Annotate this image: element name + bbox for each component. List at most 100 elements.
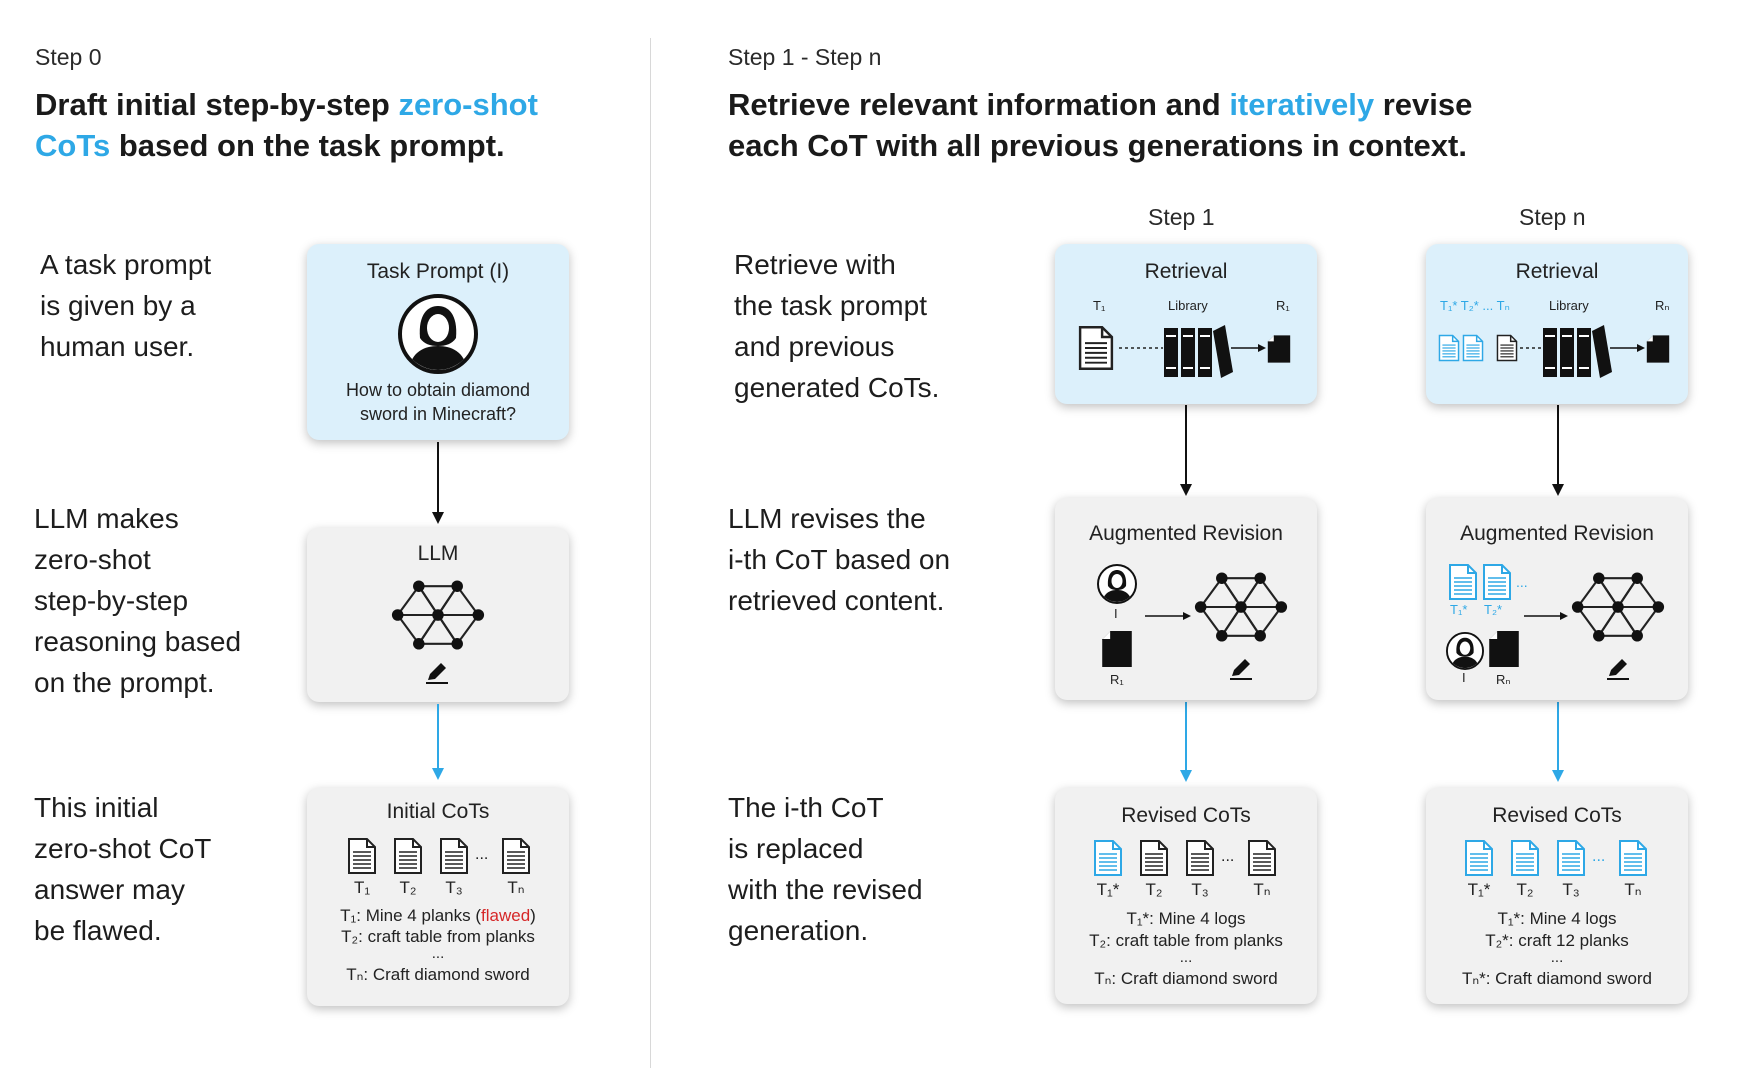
doc-label: T₂ <box>1145 880 1163 899</box>
left-heading: Draft initial step-by-step zero-shot CoT… <box>35 84 655 166</box>
i-label: I <box>1114 606 1118 621</box>
revised-cot-line3: Tₙ: Craft diamond sword <box>1094 969 1278 988</box>
desc-line: be flawed. <box>34 915 162 946</box>
desc-line: LLM revises the <box>728 503 926 534</box>
arrowhead-down-blue <box>1552 770 1564 782</box>
aug-flow <box>1145 612 1191 620</box>
right-heading-text: Retrieve relevant information and <box>728 87 1230 122</box>
desc-line: generated CoTs. <box>734 372 940 403</box>
desc-line: A task prompt <box>40 249 212 280</box>
desc-line: i-th CoT based on <box>728 544 951 575</box>
left-desc-1: A task prompt is given by a human user. <box>40 244 211 367</box>
doc-label: Tₙ <box>507 878 525 897</box>
desc-line: and previous <box>734 331 895 362</box>
neural-network-icon <box>1570 570 1666 644</box>
panel-divider <box>650 38 651 1068</box>
initial-cot-line1: T₁: Mine 4 planks (flawed) <box>307 905 569 926</box>
document-icon-blue <box>1510 840 1540 876</box>
retrieval-title: Retrieval <box>1144 260 1228 283</box>
revised-cot-line2: T₂*: craft 12 planks <box>1485 931 1629 950</box>
library-books-icon <box>1163 322 1233 378</box>
desc-line: This initial <box>34 792 159 823</box>
document-icon-blue <box>1618 840 1648 876</box>
aug-flow <box>1524 612 1568 620</box>
aug-title: Augmented Revision <box>1089 522 1283 545</box>
desc-line: step-by-step <box>34 585 189 616</box>
doc-label: T₃ <box>445 878 463 897</box>
pencil-icon <box>1229 656 1253 680</box>
revised-cot-dots: ... <box>1179 949 1193 966</box>
revised-title: Revised CoTs <box>1121 804 1251 827</box>
arrowhead-down-blue <box>1180 770 1192 782</box>
desc-line: zero-shot <box>34 544 151 575</box>
library-label: Library <box>1168 298 1208 313</box>
flawed-flag: flawed <box>481 906 531 925</box>
document-icon <box>1247 840 1277 876</box>
desc-line: on the prompt. <box>34 667 215 698</box>
retrieval-box-n: Retrieval T₁* T₂* ... Tₙ Library Rₙ <box>1426 244 1688 404</box>
retrieval-box-1: Retrieval T₁ Library R₁ <box>1055 244 1317 404</box>
doc-label: T₂ <box>1516 880 1534 899</box>
col-step-1-label: Step 1 <box>1148 204 1215 230</box>
revised-cot-line1: T₁*: Mine 4 logs <box>1497 909 1617 928</box>
initial-cot-line3: Tₙ: Craft diamond sword <box>346 965 530 984</box>
aug-title: Augmented Revision <box>1460 522 1654 545</box>
document-icon <box>1185 840 1215 876</box>
arrowhead-down <box>1552 484 1564 496</box>
library-label: Library <box>1549 298 1589 313</box>
task-prompt-title: Task Prompt (I) <box>366 260 510 283</box>
desc-line: the task prompt <box>734 290 927 321</box>
left-heading-highlight-2: CoTs <box>35 128 111 163</box>
retrieval-flow <box>1520 344 1645 352</box>
ellipsis: ... <box>1221 848 1235 865</box>
left-desc-3: This initial zero-shot CoT answer may be… <box>34 787 211 951</box>
revised-cot-line1: T₁*: Mine 4 logs <box>1126 909 1246 928</box>
desc-line: generation. <box>728 915 869 946</box>
cot-text-end: ) <box>530 906 536 925</box>
r-label: R₁ <box>1276 298 1290 313</box>
desc-line: LLM makes <box>34 503 179 534</box>
desc-line: zero-shot CoT <box>34 833 212 864</box>
doc-label: T₁ <box>353 878 371 897</box>
left-desc-2: LLM makes zero-shot step-by-step reasoni… <box>34 498 241 703</box>
llm-title: LLM <box>417 542 459 565</box>
desc-line: human user. <box>40 331 195 362</box>
neural-network-icon <box>1193 570 1289 644</box>
retrieval-title: Retrieval <box>1515 260 1599 283</box>
desc-line: is replaced <box>728 833 864 864</box>
doc-label: T₃ <box>1191 880 1209 899</box>
t-label: T₁ <box>1093 298 1106 313</box>
doc-label: T₃ <box>1562 880 1580 899</box>
retrieved-doc-icon <box>1267 334 1291 364</box>
right-desc-1: Retrieve with the task prompt and previo… <box>734 244 939 408</box>
ellipsis: ... <box>475 846 489 863</box>
right-desc-3: The i-th CoT is replaced with the revise… <box>728 787 923 951</box>
desc-line: Retrieve with <box>734 249 896 280</box>
initial-cot-dots: ... <box>431 945 445 962</box>
doc-label: T₂ <box>399 878 417 897</box>
retrieved-doc-icon <box>1646 334 1670 364</box>
revised-cot-line3: Tₙ*: Craft diamond sword <box>1461 969 1653 988</box>
doc-label: Tₙ <box>1253 880 1271 899</box>
cot-text: T₁: Mine 4 planks ( <box>340 906 482 925</box>
revised-cots-box-1: Revised CoTs ... T₁* T₂ T₃ Tₙ T₁*: Mine … <box>1055 788 1317 1004</box>
task-question-line2: sword in Minecraft? <box>359 404 517 424</box>
document-icon-blue <box>1556 840 1586 876</box>
document-icon-blue <box>1093 840 1123 876</box>
desc-line: is given by a <box>40 290 196 321</box>
document-icon <box>1139 840 1169 876</box>
doc-label: T₁* <box>1467 880 1491 899</box>
ellipsis: ... <box>1516 574 1528 590</box>
augmented-revision-box-n: Augmented Revision ... T₁* T₂* I Rₙ <box>1426 498 1688 700</box>
revised-cot-dots: ... <box>1550 949 1564 966</box>
document-icon-blue <box>1464 840 1494 876</box>
left-heading-highlight: zero-shot <box>398 87 538 122</box>
initial-cots-title: Initial CoTs <box>386 800 490 823</box>
revised-title: Revised CoTs <box>1492 804 1622 827</box>
right-desc-2: LLM revises the i-th CoT based on retrie… <box>728 498 950 621</box>
augmented-revision-box-1: Augmented Revision I R₁ <box>1055 498 1317 700</box>
right-heading: Retrieve relevant information and iterat… <box>728 84 1728 166</box>
arrowhead-down <box>432 512 444 524</box>
r-label: Rₙ <box>1655 298 1670 313</box>
right-heading-text-2: revise <box>1374 87 1473 122</box>
